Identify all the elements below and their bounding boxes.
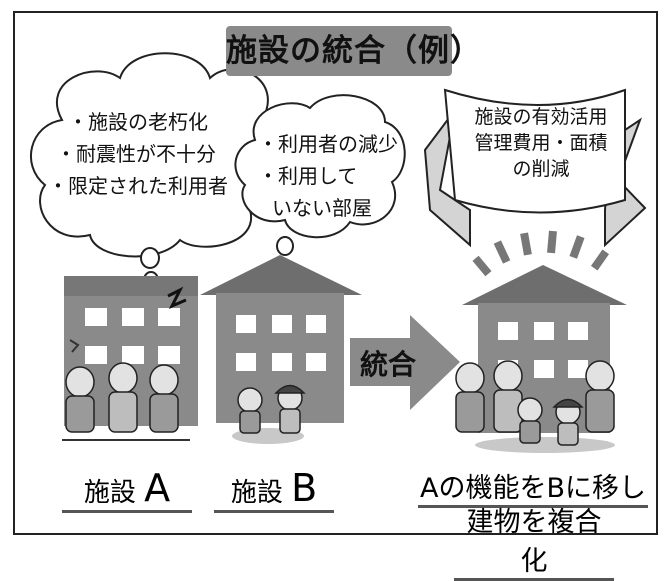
result-line-2: 建物を複合化 (454, 500, 614, 581)
facility-b-letter: B (291, 466, 318, 510)
banner-line-2: 管理費用・面積 (474, 132, 608, 154)
diagram-title: 施設の統合（例） (226, 26, 481, 76)
bubble-a-line-3: ・限定された利用者 (48, 174, 228, 198)
bubble-a-line-2: ・耐震性が不十分 (56, 142, 216, 166)
bubble-b-line-2: ・利用して (258, 164, 358, 188)
merge-arrow (350, 315, 460, 410)
facility-b-label: 施設 B (214, 466, 334, 513)
bubble-b-line-3: いない部屋 (272, 196, 372, 220)
facility-a-letter: A (144, 466, 171, 510)
facility-a-label: 施設 A (62, 466, 192, 513)
illustration (13, 11, 658, 535)
bubble-a-line-1: ・施設の老朽化 (68, 110, 208, 134)
shine-rays (472, 230, 610, 277)
banner-line-1: 施設の有効活用 (474, 106, 608, 128)
frame (13, 11, 658, 535)
thought-bubble-a (29, 52, 281, 289)
facility-a-prefix: 施設 (83, 478, 136, 508)
elderly-people-a (62, 362, 190, 441)
merge-arrow-label: 統合 (360, 348, 417, 381)
result-line-1: Aの機能をBに移し (418, 466, 648, 508)
children-b (232, 384, 306, 444)
facility-b-prefix: 施設 (230, 478, 283, 508)
thought-bubble-b (234, 94, 406, 276)
banner (423, 88, 647, 248)
people-merged (455, 360, 615, 453)
banner-line-3: の削減 (512, 158, 570, 180)
bubble-b-line-1: ・利用者の減少 (258, 132, 398, 156)
diagram: 施設の統合（例） ・施設の老朽化 ・耐震性が不十分 ・限定された利用者 ・利用者… (13, 11, 658, 581)
